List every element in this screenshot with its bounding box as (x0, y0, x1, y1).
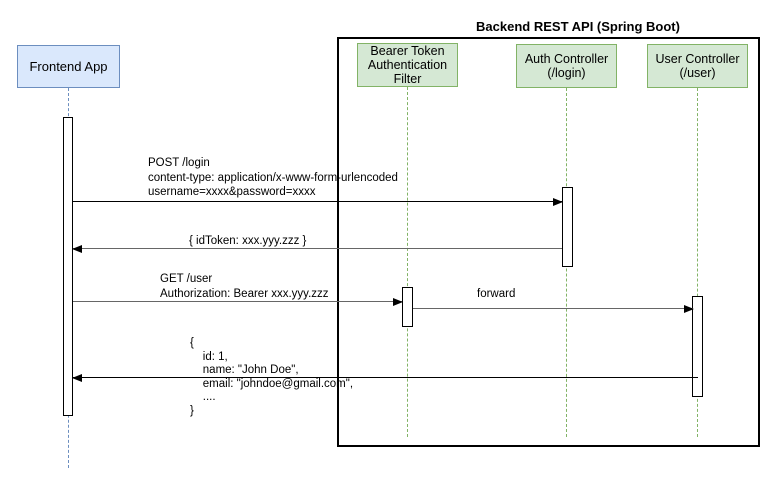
get-user-label: GET /user Authorization: Bearer xxx.yyy.… (160, 273, 329, 300)
user-response-arrow (73, 377, 698, 379)
forward-arrow (413, 308, 693, 310)
user-controller-box: User Controller (/user) (647, 44, 748, 88)
idtoken-response-label: { idToken: xxx.yyy.zzz } (189, 235, 307, 247)
post-login-label: POST /login content-type: application/x-… (148, 157, 398, 198)
frontend-app-box: Frontend App (17, 45, 120, 88)
post-login-arrow (73, 201, 562, 203)
backend-frame (337, 37, 760, 447)
bearer-filter-lifeline (407, 87, 408, 437)
bearer-token-filter-box: Bearer Token Authentication Filter (357, 43, 458, 87)
bearer-filter-activation-bar (402, 287, 413, 327)
user-response-json-label: { id: 1, name: "John Doe", email: "johnd… (190, 337, 354, 417)
frontend-activation-bar (62, 117, 73, 416)
forward-label: forward (477, 288, 516, 300)
auth-controller-activation-bar (561, 187, 573, 267)
auth-controller-box: Auth Controller (/login) (516, 44, 617, 88)
frame-title: Backend REST API (Spring Boot) (476, 19, 680, 34)
get-user-arrow (73, 301, 402, 303)
user-controller-lifeline (697, 88, 698, 437)
idtoken-response-arrow (73, 248, 562, 250)
user-controller-activation-bar (692, 296, 703, 397)
